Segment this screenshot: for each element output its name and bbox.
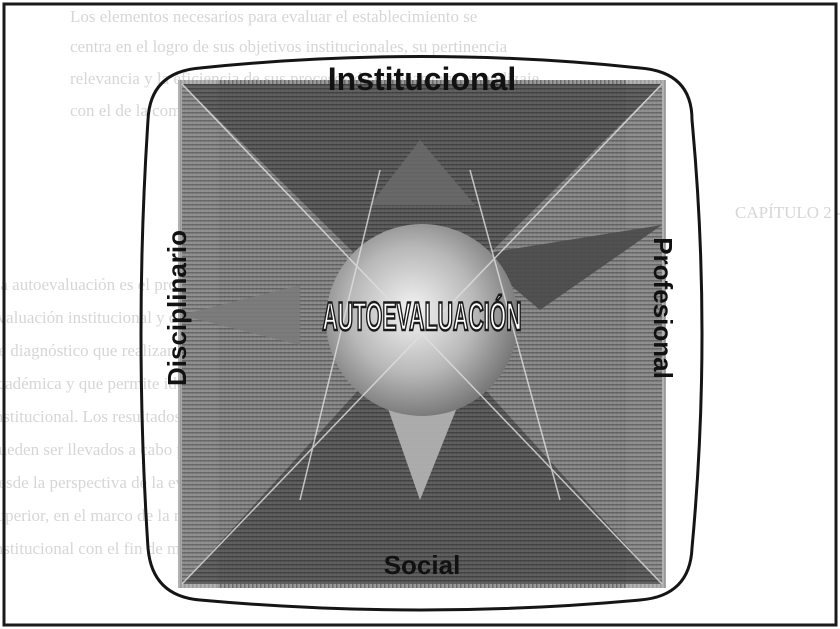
bg-line: Los elementos necesarios para evaluar el… [70,7,477,26]
label-social: Social [384,550,461,580]
bg-line: CAPÍTULO 2 - LA AUTOEVALUACIÓN [735,203,840,222]
label-institucional: Institucional [328,61,516,97]
label-autoevaluacion: AUTOEVALUACIÓN [322,294,521,339]
label-profesional: Profesional [648,237,678,379]
bg-line: centra en el logro de sus objetivos inst… [70,37,508,56]
label-disciplinario: Disciplinario [162,230,192,386]
